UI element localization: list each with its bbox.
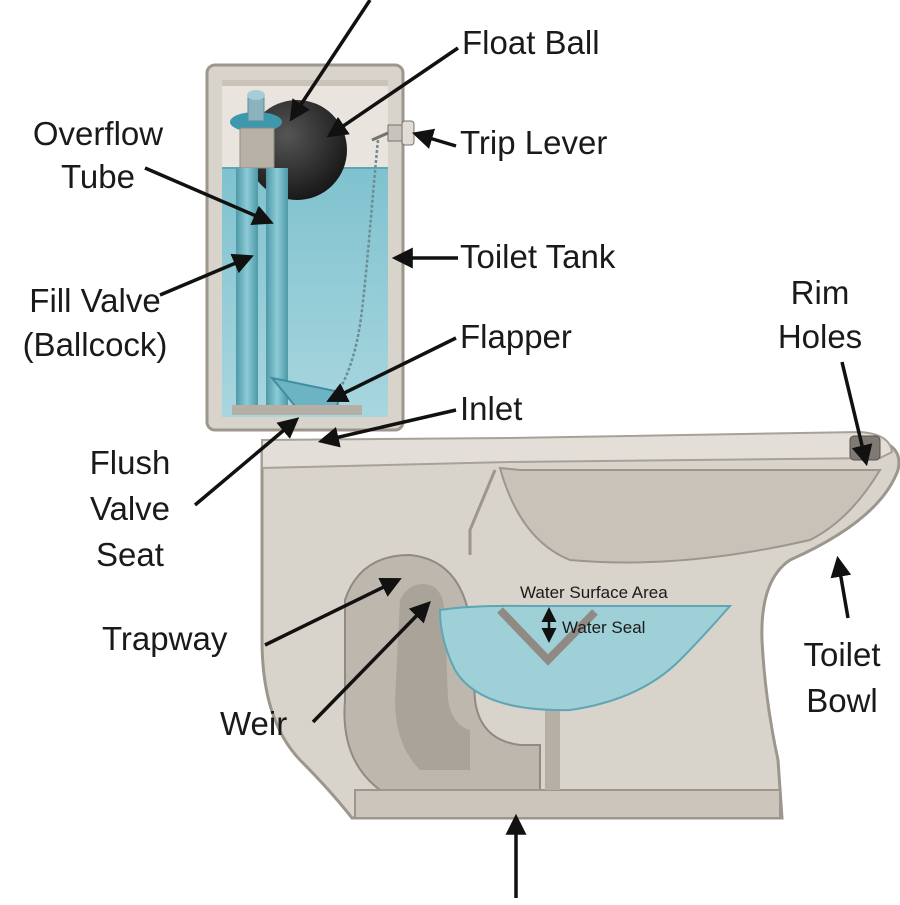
fill-valve-tube-shape xyxy=(236,168,258,410)
label-rim-holes-line2: Holes xyxy=(777,318,863,355)
label-flapper: Flapper xyxy=(460,318,572,355)
label-float-ball: Float Ball xyxy=(462,24,600,61)
label-fill-valve-line1: Fill Valve xyxy=(29,282,161,319)
label-overflow-tube-line1: Overflow xyxy=(32,115,164,152)
toilet-bowl-shape xyxy=(260,430,900,820)
label-fill-valve-line2: (Ballcock) xyxy=(22,326,168,363)
label-weir: Weir xyxy=(220,705,288,742)
bowl-water xyxy=(438,604,733,712)
label-trapway: Trapway xyxy=(102,620,228,657)
label-rim-holes-line1: Rim xyxy=(790,274,850,311)
callout-arrows xyxy=(144,0,873,898)
label-water-surface-area: Water Surface Area xyxy=(520,583,668,602)
trip-lever-shape xyxy=(371,120,415,146)
label-toilet-bowl-line1: Toilet xyxy=(803,636,881,673)
label-water-seal: Water Seal xyxy=(562,618,646,637)
flapper-chain xyxy=(336,139,380,393)
label-inlet: Inlet xyxy=(460,390,523,427)
fill-valve-cap xyxy=(230,90,282,169)
label-flush-valve-seat-line3: Seat xyxy=(96,536,164,573)
label-overflow-tube-line2: Tube xyxy=(61,158,135,195)
label-flush-valve-seat-line2: Valve xyxy=(89,490,171,527)
label-flush-valve-seat-line1: Flush xyxy=(89,444,171,481)
label-trip-lever: Trip Lever xyxy=(460,124,608,161)
label-toilet-bowl-line2: Bowl xyxy=(806,682,878,719)
overflow-tube-shape xyxy=(266,168,288,406)
label-toilet-tank: Toilet Tank xyxy=(460,238,616,275)
